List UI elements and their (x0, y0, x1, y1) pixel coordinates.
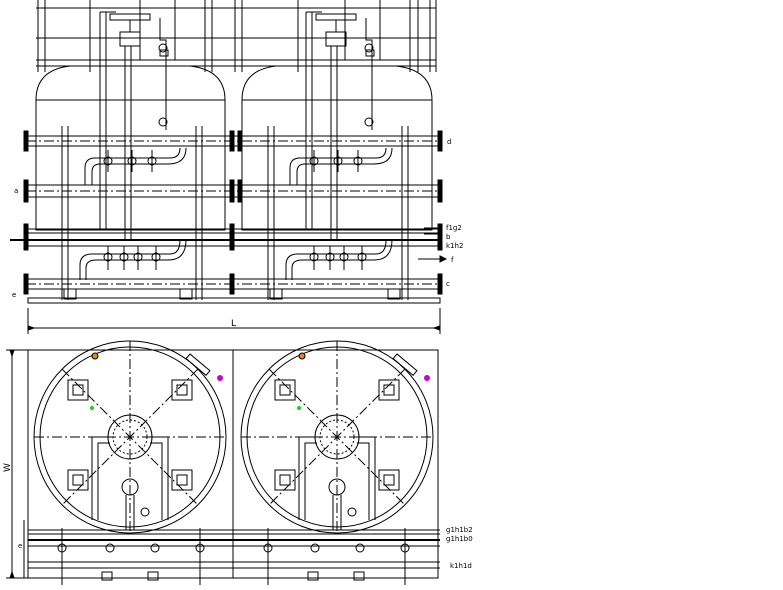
label-f1g2: f1g2 (446, 224, 462, 232)
dimension-W (6, 349, 28, 579)
label-k1h1d: k1h1d (450, 562, 472, 570)
lower-valve-train (79, 239, 448, 280)
label-g1h1b0: g1h1b0 (446, 535, 473, 543)
support-columns (61, 126, 409, 300)
label-a: a (14, 187, 18, 195)
top-handrail (36, 0, 437, 72)
vessel-2-plan (240, 340, 434, 534)
vessel-1-elevation (35, 11, 226, 240)
label-g1h1b2: g1h1b2 (446, 526, 473, 534)
label-d: d (447, 138, 451, 146)
header-pipe-a (23, 179, 443, 203)
label-k1h2: k1h2 (446, 242, 463, 250)
elevation-view: d a f1g2 b k1h2 f e c L (10, 0, 463, 334)
header-pipe-b (10, 223, 443, 251)
skid-base (27, 288, 441, 304)
label-b: b (446, 233, 451, 241)
header-pipe-d (23, 130, 443, 152)
upper-valve-train (84, 147, 393, 185)
label-c: c (446, 280, 450, 288)
label-L: L (231, 319, 236, 329)
label-e: e (12, 291, 16, 299)
vessel-2-elevation (241, 11, 433, 240)
plan-view: W e g1h1b2 g1h1b0 k1h1d (3, 340, 473, 585)
plan-headers (28, 528, 440, 585)
label-W: W (3, 463, 13, 472)
dimension-L (27, 308, 441, 334)
label-f: f (451, 256, 454, 264)
header-pipe-c (23, 273, 443, 295)
vessel-1-plan (33, 340, 227, 534)
label-plan-e: e (18, 542, 22, 550)
